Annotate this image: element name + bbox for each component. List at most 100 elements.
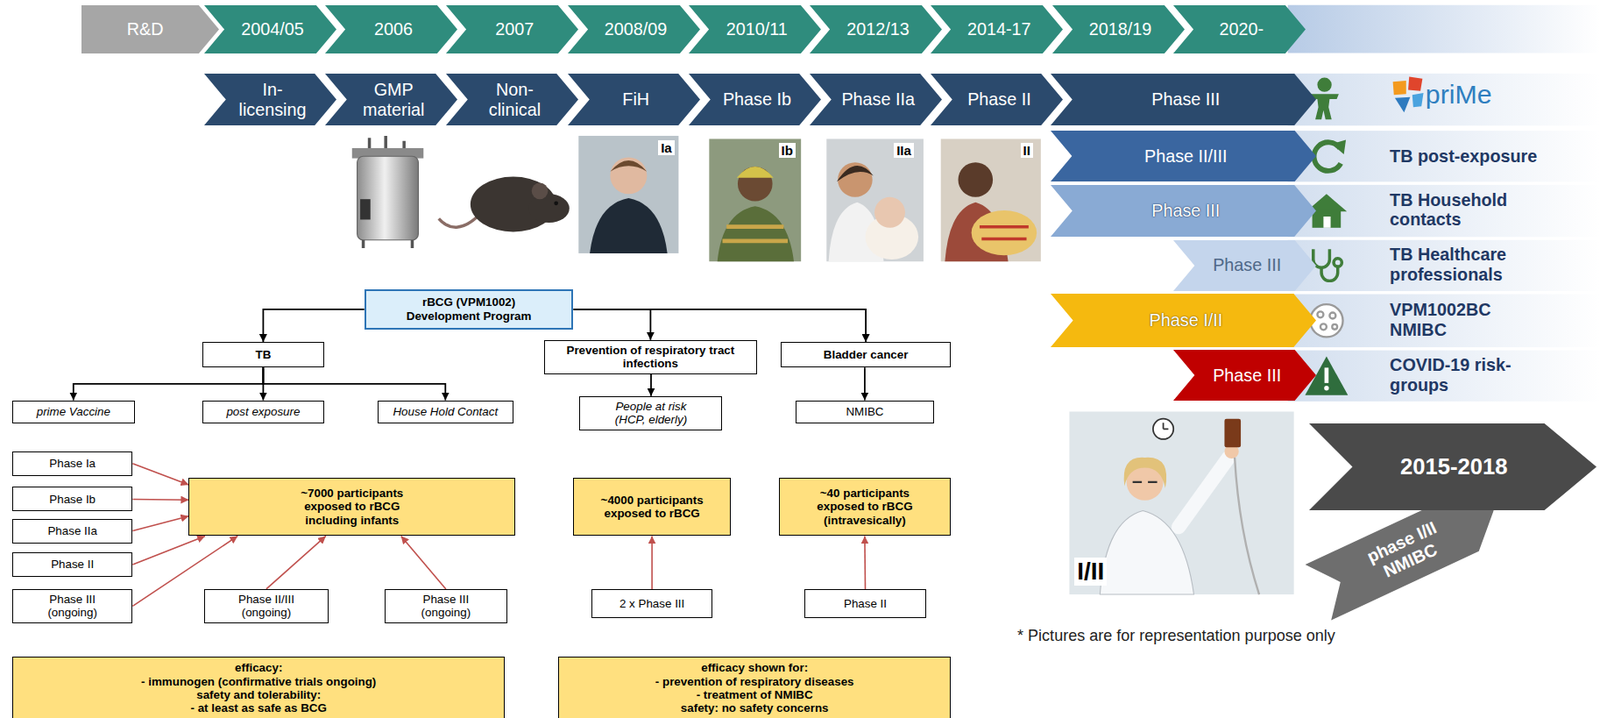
person-hair bbox=[609, 160, 647, 172]
node-text: Phase II bbox=[967, 89, 1032, 110]
chevron-fill bbox=[1305, 482, 1508, 621]
chevron-fill bbox=[204, 5, 337, 54]
logo-text: priMe bbox=[1425, 79, 1493, 111]
phase-chevron: Phase IIa bbox=[809, 73, 942, 126]
photo-iia bbox=[826, 138, 924, 262]
connector-arrow bbox=[132, 516, 189, 531]
indication-box: NMIBC bbox=[795, 400, 934, 425]
connector-arrow bbox=[262, 309, 364, 342]
node-text: Phase III bbox=[1151, 200, 1220, 221]
node-text: 2012/13 bbox=[846, 19, 910, 40]
chevron-fill bbox=[1052, 5, 1185, 54]
node-text: 2008/09 bbox=[604, 19, 668, 40]
logo-square bbox=[1394, 97, 1410, 113]
chevron-fill bbox=[81, 5, 220, 54]
photo-label: II bbox=[1020, 142, 1034, 158]
photo-ground bbox=[708, 138, 801, 262]
timeline-chevron: 2020- bbox=[1173, 5, 1306, 54]
category-box: Bladder cancer bbox=[780, 341, 951, 368]
shirt-stripe bbox=[722, 226, 788, 241]
node-text: - treatment of NMIBC bbox=[696, 687, 814, 701]
cell-dot bbox=[1331, 324, 1338, 330]
person-body bbox=[589, 198, 668, 254]
node-text: GMP material bbox=[348, 79, 439, 121]
cell-dot bbox=[1320, 323, 1327, 330]
node-text: safety: no safety concerns bbox=[680, 700, 829, 715]
indication-box: People at risk (HCP, elderly) bbox=[579, 396, 723, 431]
row-label: VPM1002BC NMIBC bbox=[1389, 299, 1518, 340]
node-text: Non- clinical bbox=[469, 79, 560, 121]
indication-box: prime Vaccine bbox=[12, 400, 135, 425]
stethoscope-bell bbox=[1333, 258, 1342, 267]
chevron-fill bbox=[809, 73, 942, 126]
row-label: COVID-19 risk-groups bbox=[1389, 354, 1518, 396]
bioreactor-picture bbox=[352, 135, 425, 248]
cell-dot bbox=[1316, 311, 1324, 318]
node-text: FiH bbox=[622, 89, 650, 110]
warning-dot bbox=[1323, 385, 1329, 390]
chevron-fill bbox=[1050, 130, 1317, 182]
node-text: Phase IIa bbox=[841, 89, 915, 110]
chevron-fill bbox=[1050, 73, 1317, 126]
stethoscope-tube bbox=[1321, 266, 1339, 281]
chevron-fill bbox=[1173, 349, 1317, 401]
clock-hands bbox=[1163, 422, 1169, 429]
chevron-fill bbox=[567, 5, 701, 54]
trial-box: Phase III (ongoing) bbox=[12, 588, 133, 624]
baby-bundle bbox=[971, 210, 1038, 255]
connector-arrow bbox=[266, 535, 326, 589]
chevron-fill bbox=[446, 73, 579, 126]
house-door bbox=[1323, 216, 1331, 228]
timeline-chevron: 2007 bbox=[446, 5, 579, 54]
node-text: 2010/11 bbox=[726, 19, 788, 40]
node-text: 2014-17 bbox=[967, 19, 1032, 40]
person-head bbox=[609, 156, 647, 194]
photo-ground bbox=[1069, 410, 1294, 595]
logo-square bbox=[1408, 76, 1423, 91]
chevron-fill bbox=[567, 73, 701, 126]
node-text: Phase III bbox=[1212, 365, 1282, 386]
node-text: Phase I/II bbox=[1149, 310, 1224, 331]
exposure-box: ~40 participants exposed to rBCG (intrav… bbox=[778, 477, 952, 536]
node-text: ~40 participants exposed to rBCG (intrav… bbox=[800, 486, 928, 527]
person-body bbox=[717, 205, 794, 262]
node-text: R&D bbox=[127, 19, 164, 40]
timeline-chevron: 2006 bbox=[325, 5, 458, 54]
connector-arrow bbox=[863, 367, 866, 400]
phase-chevron: Phase III bbox=[1050, 184, 1317, 237]
fade-band bbox=[1288, 184, 1600, 237]
photo-ground bbox=[826, 138, 924, 262]
node-text: Phase Ia bbox=[49, 456, 96, 470]
baby-head bbox=[1316, 77, 1331, 93]
glasses bbox=[1132, 481, 1158, 483]
phase-chevron: Phase I/II bbox=[1050, 293, 1317, 347]
prime-logo bbox=[1393, 76, 1424, 113]
node-text: Phase Ib bbox=[49, 492, 96, 506]
node-text: 2020- bbox=[1218, 19, 1264, 40]
indication-box: House Hold Contact bbox=[377, 400, 514, 425]
baby-head bbox=[874, 197, 906, 228]
person-head bbox=[958, 162, 994, 198]
trial-box: Phase II bbox=[804, 588, 928, 618]
logo-square bbox=[1412, 92, 1424, 107]
node-text: NMIBC bbox=[845, 404, 884, 418]
timeline-chevron: 2018/19 bbox=[1052, 5, 1185, 54]
summary-box: efficacy shown for:- prevention of respi… bbox=[558, 656, 951, 718]
trial-box: Phase II/III (ongoing) bbox=[204, 588, 329, 624]
reactor-leg bbox=[363, 240, 413, 248]
timeline-chevron: 2014-17 bbox=[930, 5, 1063, 54]
logo-square bbox=[1393, 80, 1407, 95]
connector-arrow bbox=[651, 535, 653, 589]
node-text: Phase II bbox=[50, 557, 94, 571]
footnote: * Pictures are for representation purpos… bbox=[1017, 626, 1336, 645]
trial-box: Phase Ib bbox=[12, 486, 133, 511]
category-box: Prevention of respiratory tract infectio… bbox=[544, 339, 758, 375]
house-wall bbox=[1312, 209, 1342, 228]
node-text: Phase Ib bbox=[722, 89, 792, 110]
node-text: Phase IIa bbox=[47, 523, 98, 538]
trial-box: 2 x Phase III bbox=[591, 588, 712, 618]
node-text: - immunogen (confirmative trials ongoing… bbox=[141, 674, 376, 688]
node-text: Phase III bbox=[1212, 254, 1282, 276]
chevron-fill bbox=[1309, 423, 1597, 510]
